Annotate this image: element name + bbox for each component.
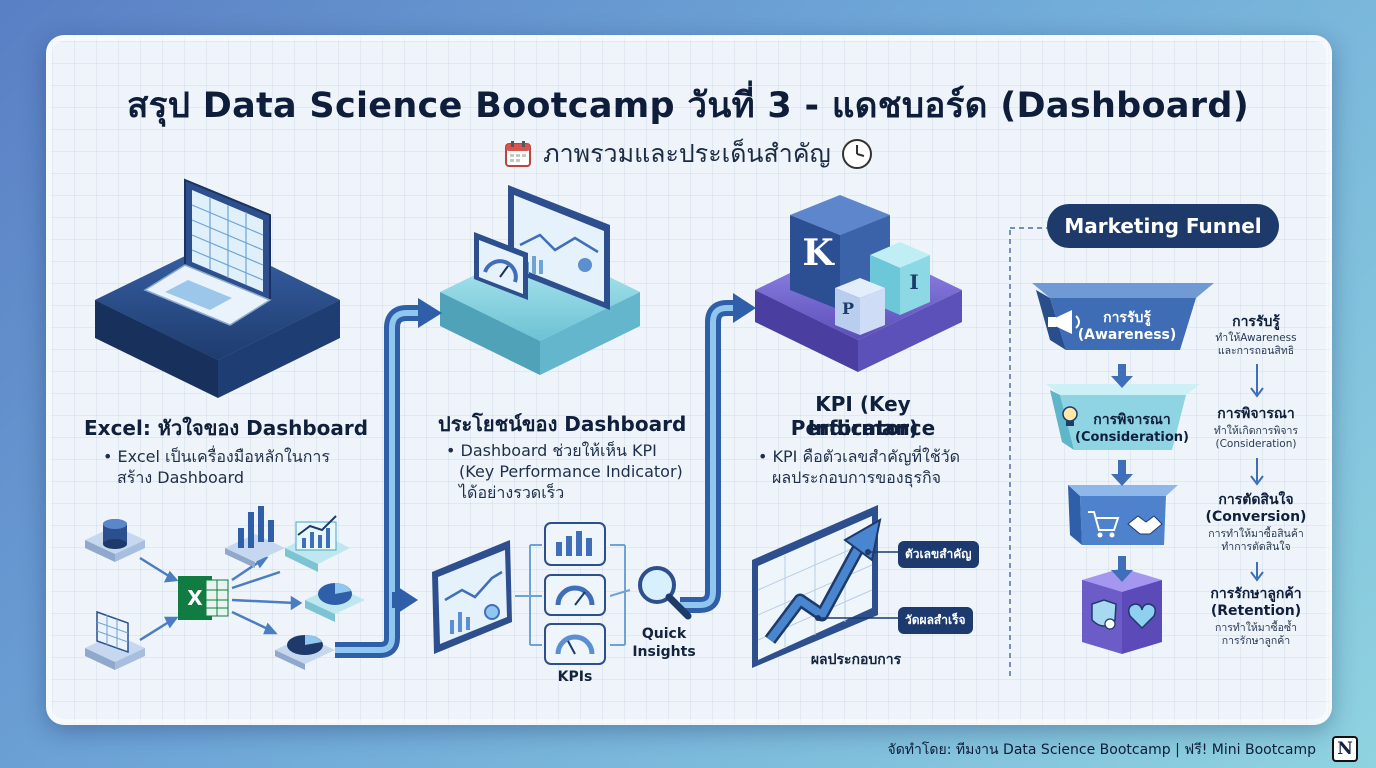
funnel-stage-2-inner-line2: (Consideration) bbox=[1075, 430, 1189, 445]
kpi-bars-card bbox=[544, 522, 606, 566]
notion-logo-icon: N bbox=[1332, 736, 1358, 762]
cart-icon bbox=[1088, 511, 1120, 538]
funnel-side-2-desc-line2: (Consideration) bbox=[1215, 438, 1297, 450]
pie-chart-3d-icon bbox=[305, 583, 365, 622]
page-subtitle: ภาพรวมและประเด็นสำคัญ bbox=[0, 134, 1376, 174]
funnel-side-4-desc-line1: การทำให้มาซื้อซ้ำ bbox=[1214, 622, 1298, 634]
benefit-bullet-line1: • Dashboard ช่วยให้เห็น KPI bbox=[446, 441, 657, 460]
excel-flow-arrows bbox=[139, 556, 303, 642]
shield-icon bbox=[1091, 599, 1117, 630]
cube-letter-p: P bbox=[841, 299, 855, 318]
funnel-stage-1-shape bbox=[1032, 283, 1214, 350]
benefit-bullet-line2: (Key Performance Indicator) bbox=[459, 462, 683, 481]
excel-logo-icon bbox=[178, 576, 229, 620]
kpi-gauge-card-2 bbox=[544, 623, 606, 665]
excel-bullet-line1: • Excel เป็นเครื่องมือหลักในการ bbox=[103, 447, 330, 466]
flow-arrow-1 bbox=[335, 298, 442, 658]
footer-credit: จัดทำโดย: ทีมงาน Data Science Bootcamp |… bbox=[887, 742, 1316, 758]
quick-insights-line1: Quick bbox=[641, 626, 687, 642]
tag-important-number: ตัวเลขสำคัญ bbox=[898, 541, 979, 568]
tag-success-measure: วัดผลสำเร็จ bbox=[898, 607, 973, 634]
pie-chart-flat-icon bbox=[275, 635, 335, 670]
kpi-bullet-line1: • KPI คือตัวเลขสำคัญที่ใช้วัด bbox=[758, 447, 961, 466]
cube-letter-k: K bbox=[802, 232, 834, 274]
page-title: สรุป Data Science Bootcamp วันที่ 3 - แด… bbox=[126, 86, 1250, 126]
funnel-side-4-desc-line2: การรักษาลูกค้า bbox=[1221, 635, 1291, 647]
line-chart-3d-icon bbox=[285, 515, 350, 572]
laptop-spreadsheet-icon bbox=[143, 178, 272, 326]
funnel-side-4-title-line2: (Retention) bbox=[1210, 603, 1302, 619]
kpi-cubes-icon bbox=[790, 195, 930, 335]
funnel-stage-3-shape bbox=[1068, 485, 1178, 545]
funnel-down-arrows bbox=[1111, 364, 1133, 582]
cube-letter-i: I bbox=[909, 270, 919, 294]
funnel-side-1-title: การรับรู้ bbox=[1232, 314, 1280, 330]
excel-bullet-line2: สร้าง Dashboard bbox=[117, 468, 245, 487]
kpi-bullet-line2: ผลประกอบการของธุรกิจ bbox=[772, 468, 942, 487]
excel-logo-letter: X bbox=[187, 586, 203, 610]
flow-arrow-2 bbox=[680, 293, 756, 613]
funnel-side-2-desc-line1: ทำให้เกิดการพิจาร bbox=[1213, 425, 1299, 437]
funnel-side-1-desc-line2: และการถอนสิทธิ bbox=[1217, 345, 1295, 357]
handshake-icon bbox=[1127, 515, 1163, 535]
funnel-side-3-desc-line2: ทำการตัดสินใจ bbox=[1221, 541, 1291, 553]
growth-chart-caption: ผลประกอบการ bbox=[810, 652, 902, 668]
main-card bbox=[46, 35, 1332, 725]
benefit-heading: ประโยชน์ของ Dashboard bbox=[438, 412, 687, 436]
lightbulb-icon bbox=[1062, 406, 1078, 426]
excel-heading: Excel: หัวใจของ Dashboard bbox=[84, 416, 369, 440]
funnel-side-4-title-line1: การรักษาลูกค้า bbox=[1210, 586, 1302, 602]
quick-insights-line2: Insights bbox=[632, 644, 696, 660]
heart-icon bbox=[1128, 603, 1156, 630]
mini-dashboard-icon bbox=[432, 540, 512, 654]
kpi-connectors bbox=[515, 544, 631, 646]
funnel-side-3-title-line2: (Conversion) bbox=[1205, 509, 1307, 525]
benefit-bullet-line3: ได้อย่างรวดเร็ว bbox=[459, 483, 565, 502]
funnel-side-3-title-line1: การตัดสินใจ bbox=[1218, 492, 1294, 508]
kpi-heading-line1: KPI (Key Performance bbox=[790, 392, 936, 440]
clock-icon bbox=[841, 139, 872, 169]
funnel-side-1-desc-line1: ทำให้Awareness bbox=[1215, 332, 1297, 344]
magnifier-icon bbox=[638, 566, 692, 620]
bar-chart-3d-icon bbox=[225, 506, 285, 568]
kpis-label: KPIs bbox=[557, 669, 593, 685]
kpi-heading-line2: Indicator) bbox=[807, 416, 919, 440]
dashboard-screens-icon bbox=[474, 185, 610, 310]
funnel-side-2-title: การพิจารณา bbox=[1217, 406, 1295, 422]
subtitle-text: ภาพรวมและประเด็นสำคัญ bbox=[543, 139, 831, 168]
funnel-stage-2-shape bbox=[1046, 384, 1200, 450]
kpi-gauge-card-1 bbox=[544, 574, 606, 616]
funnel-side-arrows bbox=[1250, 364, 1264, 582]
megaphone-icon bbox=[1048, 310, 1080, 334]
calendar-icon bbox=[505, 141, 532, 167]
marketing-funnel-title: Marketing Funnel bbox=[1047, 204, 1279, 248]
database-icon bbox=[85, 519, 145, 562]
grid-sheet-icon bbox=[85, 610, 145, 670]
funnel-stage-1-inner-line2: (Awareness) bbox=[1077, 327, 1177, 343]
funnel-stage-2-inner-line1: การพิจารณา bbox=[1093, 412, 1171, 428]
funnel-side-3-desc-line1: การทำให้มาซื้อสินค้า bbox=[1208, 528, 1304, 540]
growth-chart-icon bbox=[752, 505, 898, 668]
funnel-stage-1-inner-line1: การรับรู้ bbox=[1103, 310, 1151, 326]
